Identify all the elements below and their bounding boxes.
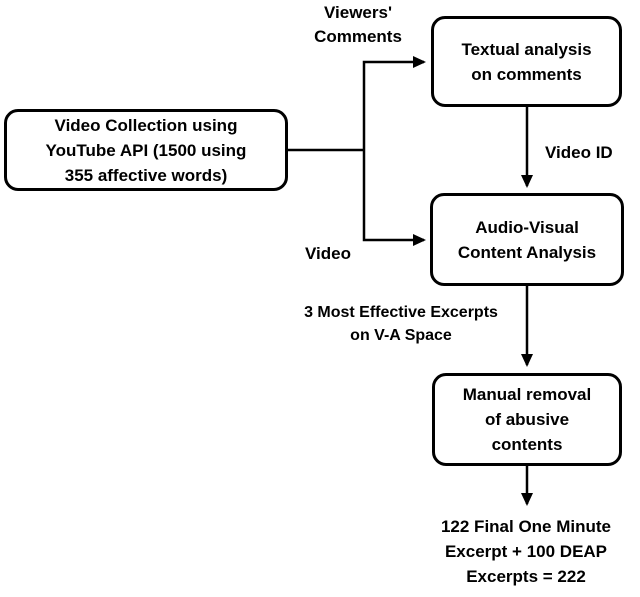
- label-video-line: Video: [305, 244, 351, 263]
- node-manual-removal-line3: contents: [491, 435, 563, 454]
- node-video-collection-line2: YouTube API (1500 using: [45, 140, 247, 160]
- node-audio-visual-line1: Audio-Visual: [475, 217, 579, 237]
- label-final-output-line1: 122 Final One Minute: [440, 517, 612, 536]
- node-textual-analysis-line2: on comments: [471, 64, 582, 84]
- edge-collection-to-textual: [362, 56, 426, 150]
- node-video-collection-line3: 355 affective words): [64, 165, 228, 185]
- label-viewers-comments-line2: Comments: [314, 27, 402, 46]
- label-video-id: Video ID: [545, 141, 640, 165]
- label-viewers-comments: Viewers' Comments: [296, 1, 420, 49]
- node-video-collection-line1: Video Collection using: [54, 115, 238, 135]
- label-excerpts: 3 Most Effective Excerpts on V-A Space: [281, 301, 521, 347]
- node-textual-analysis: Textual analysis on comments: [431, 16, 622, 107]
- node-manual-removal-line1: Manual removal: [462, 385, 592, 404]
- label-video-id-line: Video ID: [545, 143, 613, 162]
- label-final-output: 122 Final One Minute Excerpt + 100 DEAP …: [412, 514, 640, 589]
- label-excerpts-line1: 3 Most Effective Excerpts: [304, 304, 498, 321]
- label-final-output-line3: Excerpts = 222: [466, 567, 586, 586]
- node-textual-analysis-line1: Textual analysis: [461, 39, 592, 59]
- node-video-collection: Video Collection using YouTube API (1500…: [4, 109, 288, 191]
- label-viewers-comments-line1: Viewers': [324, 3, 392, 22]
- node-audio-visual-line2: Content Analysis: [457, 242, 597, 262]
- node-manual-removal-line2: of abusive: [484, 410, 570, 429]
- label-video: Video: [300, 242, 356, 266]
- label-excerpts-line2: on V-A Space: [350, 327, 452, 344]
- node-audio-visual: Audio-Visual Content Analysis: [430, 193, 624, 286]
- label-final-output-line2: Excerpt + 100 DEAP: [444, 542, 608, 561]
- edge-collection-to-audiovisual: [362, 150, 426, 246]
- node-manual-removal: Manual removal of abusive contents: [432, 373, 622, 466]
